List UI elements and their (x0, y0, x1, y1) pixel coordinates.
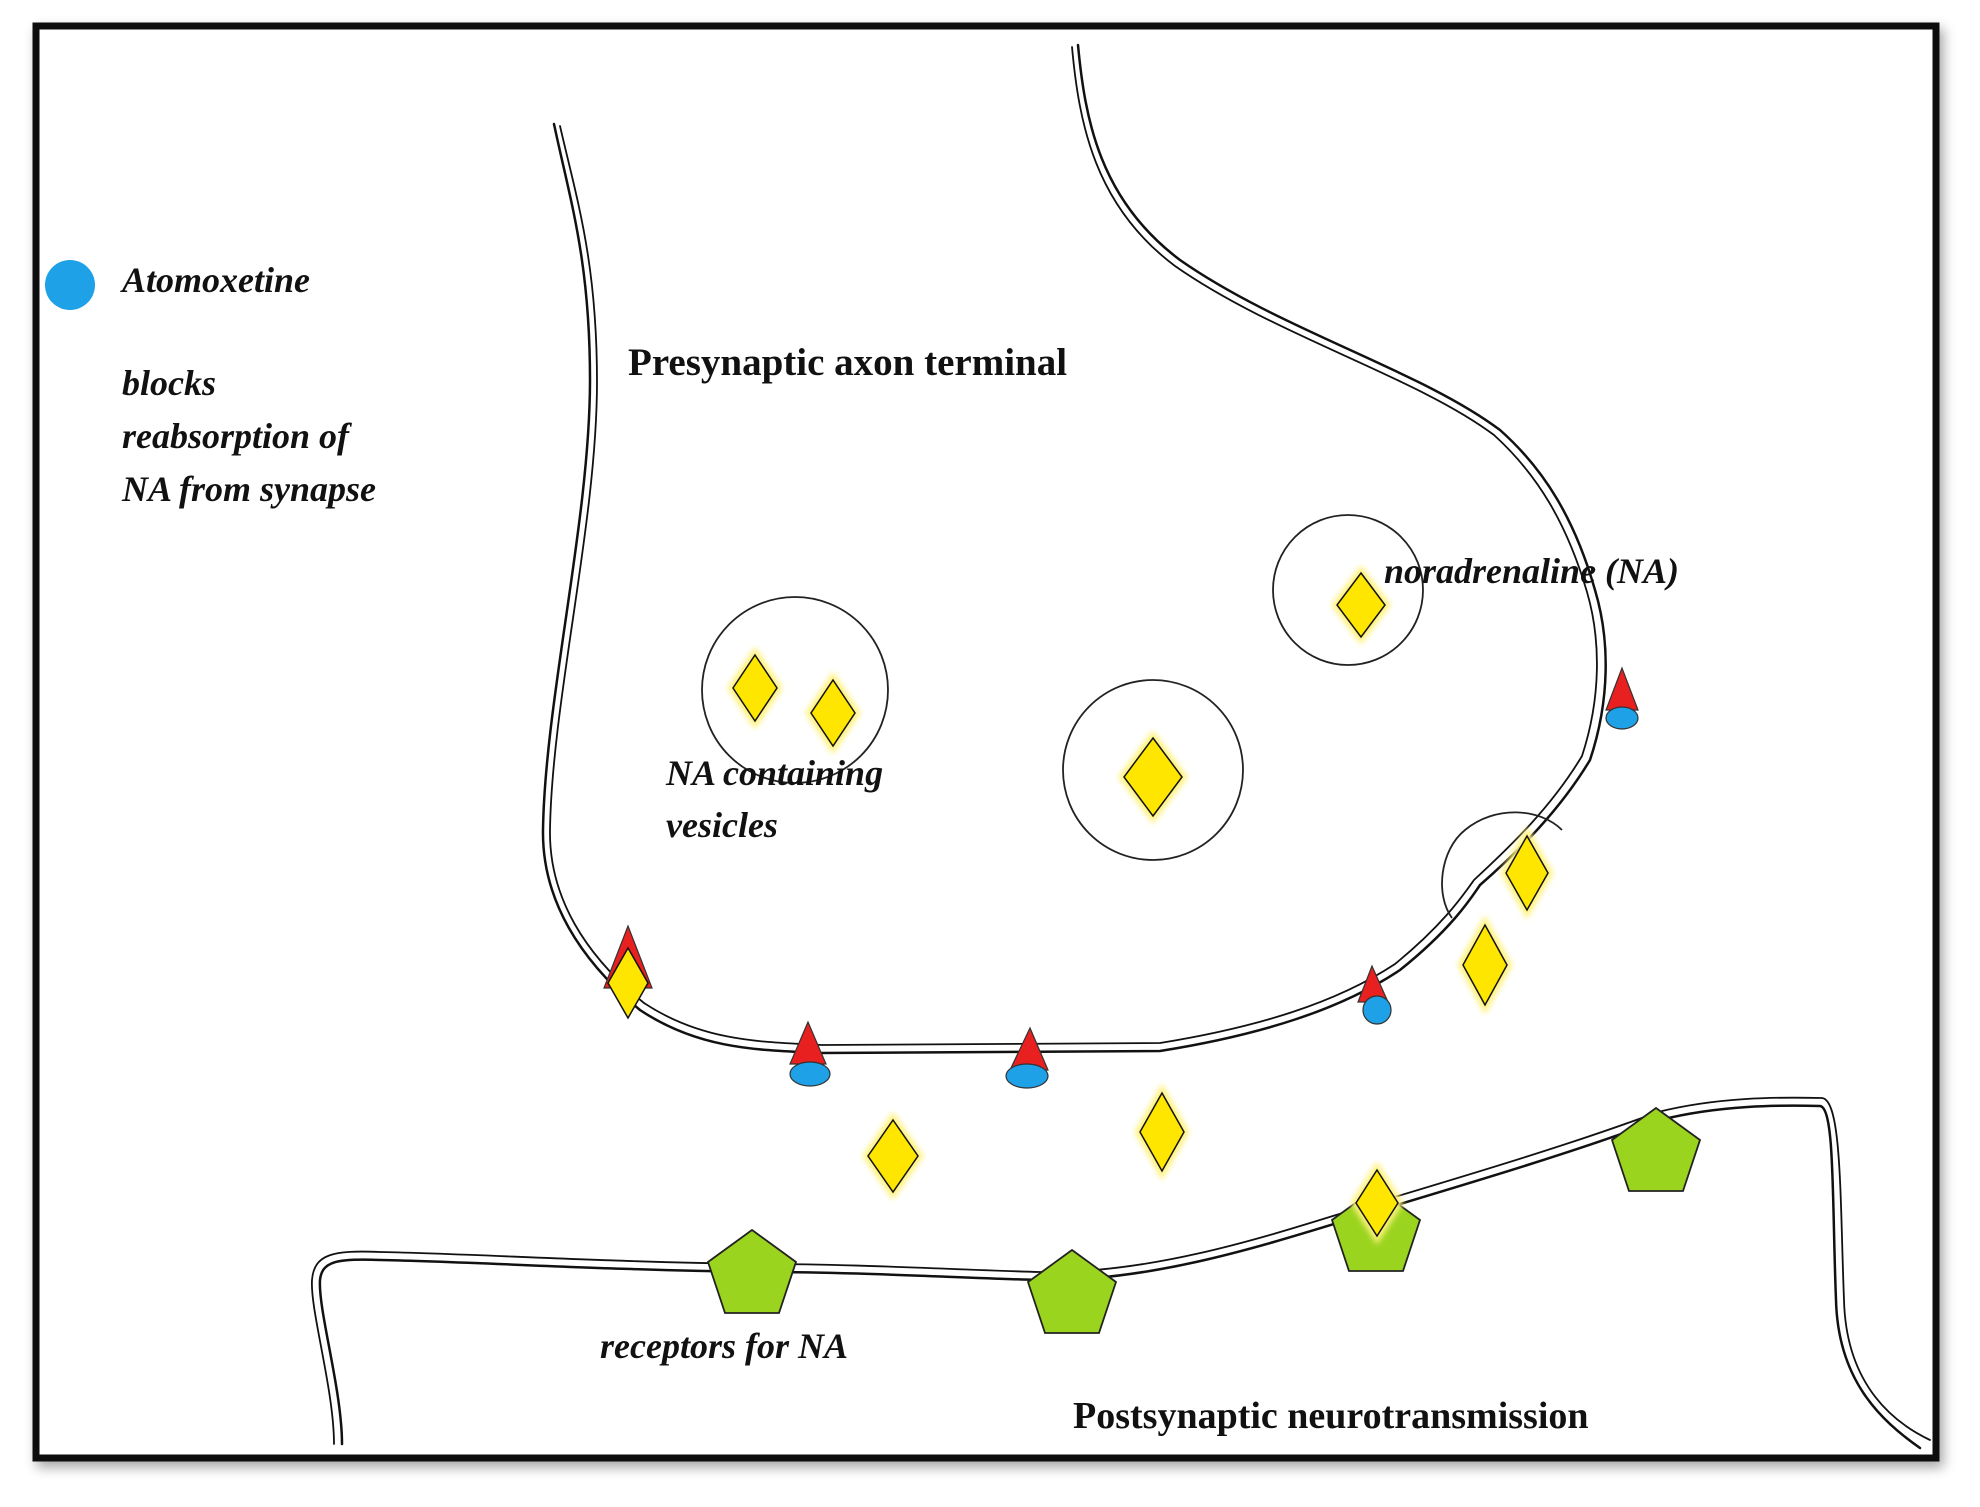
vesicle (701, 596, 889, 784)
vesicles-label-line2: vesicles (666, 805, 778, 845)
transporter-with-noradrenaline (603, 924, 653, 1020)
transporter-blocked (1005, 1026, 1049, 1089)
noradrenaline-diamond (1118, 730, 1188, 824)
postsynaptic-membrane (311, 1096, 1931, 1450)
presynaptic-membrane (541, 43, 1607, 1055)
postsynaptic-label: Postsynaptic neurotransmission (1073, 1395, 1589, 1437)
legend-drug-name: Atomoxetine (120, 260, 310, 300)
noradrenaline-diamond (1457, 915, 1513, 1015)
vesicles-label-line1: NA containing (665, 753, 883, 793)
vesicle (1272, 514, 1424, 666)
vesicle (1062, 679, 1244, 861)
noradrenaline-label: noradrenaline (NA) (1384, 551, 1679, 591)
transporter-blocked (789, 1020, 831, 1087)
atomoxetine-molecule (1005, 1063, 1049, 1089)
receptors-label: receptors for NA (600, 1326, 848, 1366)
receptor (1610, 1106, 1702, 1192)
transporter-blocked (1357, 964, 1392, 1025)
vesicles (701, 514, 1563, 919)
vesicle-fusing (1441, 811, 1563, 919)
diagram-frame (32, 22, 1940, 1462)
noradrenaline-diamond (727, 646, 783, 730)
noradrenaline-molecules (727, 565, 1554, 1200)
reuptake-transporters (603, 666, 1639, 1089)
legend-description-line3: NA from synapse (121, 469, 376, 509)
noradrenaline-diamond (1500, 826, 1554, 920)
noradrenaline-diamond-bound (1350, 1161, 1404, 1245)
legend-description-line2: reabsorption of (122, 416, 352, 456)
receptor (706, 1228, 798, 1314)
noradrenaline-diamond (1134, 1083, 1190, 1181)
atomoxetine-molecule (1362, 995, 1392, 1025)
atomoxetine-molecule (1605, 706, 1639, 730)
atomoxetine-molecule (789, 1061, 831, 1087)
transporter-blocked (1605, 666, 1639, 730)
na-receptors (706, 1106, 1702, 1334)
noradrenaline-diamond (805, 671, 861, 755)
presynaptic-label: Presynaptic axon terminal (628, 341, 1067, 384)
receptor (1026, 1248, 1118, 1334)
noradrenaline-diamond (1331, 565, 1391, 645)
noradrenaline-diamond (862, 1112, 924, 1200)
legend-description-line1: blocks (122, 363, 216, 403)
atomoxetine-legend-dot (45, 260, 95, 310)
